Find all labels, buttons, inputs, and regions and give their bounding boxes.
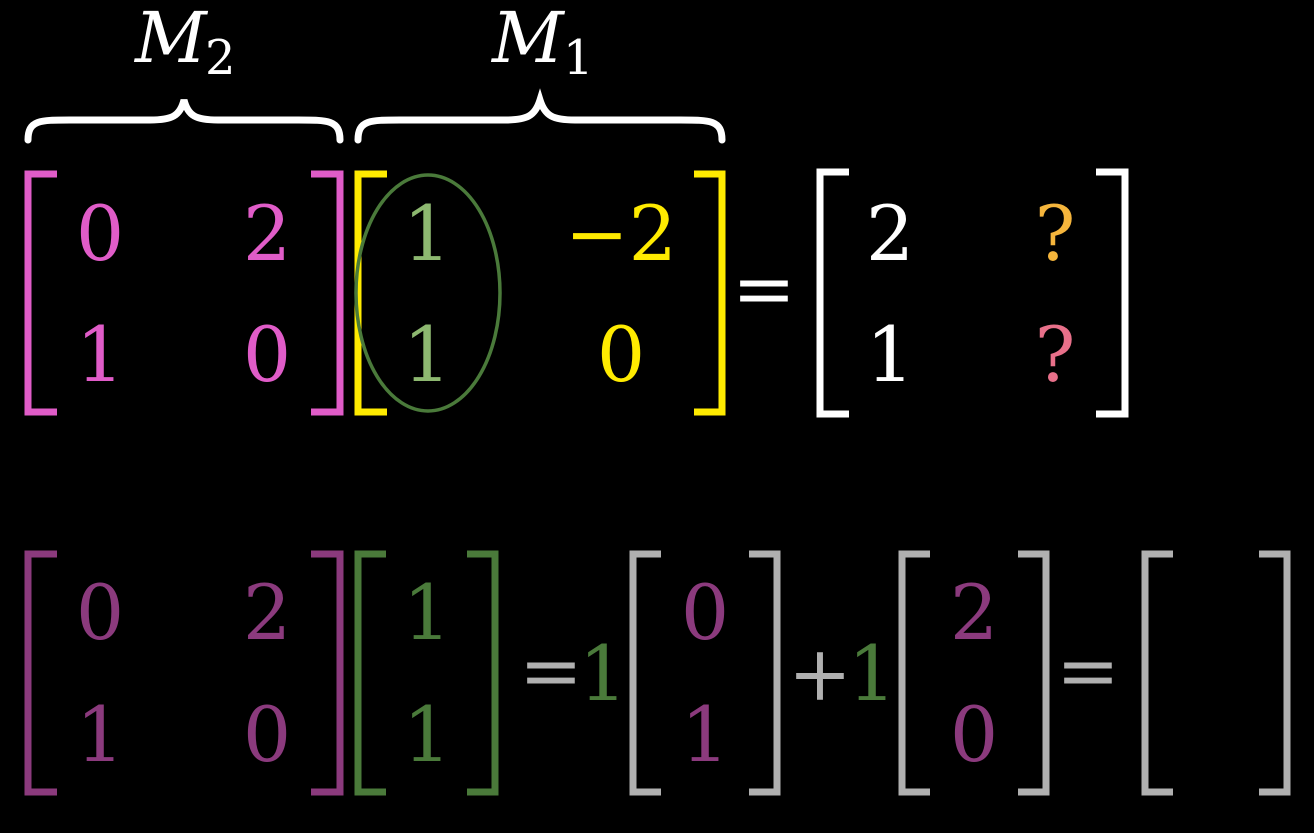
matrix-entry: 0 (76, 189, 124, 278)
unknown-entry: ? (1035, 310, 1076, 399)
matrix-entry: 0 (597, 310, 645, 399)
label-m1-letter: M (490, 0, 566, 79)
bracket-right (1259, 550, 1291, 796)
bracket-left (354, 550, 386, 796)
label-m2: M 2 (133, 0, 236, 86)
column-highlight-ellipse (354, 173, 502, 413)
bottom-column-vector: 1 1 (354, 550, 499, 796)
label-m1-subscript: 1 (563, 30, 594, 86)
brace-m1 (354, 88, 726, 144)
bracket-left (898, 550, 930, 796)
matrix-entry: 2 (243, 189, 291, 278)
coefficient: 1 (579, 629, 627, 718)
top-matrix-m1: 1 −2 1 0 (354, 170, 726, 416)
bracket-right (1018, 550, 1050, 796)
bottom-first-column: 0 1 (629, 550, 781, 796)
coefficient: 1 (848, 629, 896, 718)
bottom-second-column: 2 0 (898, 550, 1050, 796)
bracket-right (694, 170, 726, 416)
bracket-right (1096, 168, 1129, 418)
vector-entry: 2 (950, 568, 998, 657)
bracket-right (749, 550, 781, 796)
matrix-entry: 1 (76, 310, 124, 399)
top-matrix-m2: 0 2 1 0 (24, 170, 344, 416)
vector-entry: 1 (403, 568, 451, 657)
vector-entry: 1 (403, 690, 451, 779)
matrix-entry: 1 (403, 189, 451, 278)
bottom-matrix-m2: 0 2 1 0 (24, 550, 344, 796)
label-m2-letter: M (133, 0, 209, 79)
bracket-left (816, 168, 849, 418)
bracket-right (311, 170, 344, 416)
bottom-empty-result (1141, 550, 1291, 796)
matrix-entry: 2 (243, 568, 291, 657)
matrix-entry: 2 (866, 189, 914, 278)
brace-m2 (24, 99, 344, 144)
matrix-entry: 0 (243, 690, 291, 779)
bracket-right (467, 550, 499, 796)
matrix-entry: −2 (565, 189, 677, 278)
plus-sign: + (788, 629, 852, 718)
matrix-entry: 0 (243, 310, 291, 399)
bracket-right (311, 550, 344, 796)
matrix-entry: 1 (866, 310, 914, 399)
vector-entry: 0 (681, 568, 729, 657)
label-m1: M 1 (490, 0, 594, 86)
bottom-equals-sign: = (519, 626, 583, 715)
matrix-entry: 0 (76, 568, 124, 657)
label-m2-subscript: 2 (205, 30, 236, 86)
vector-entry: 0 (950, 690, 998, 779)
matrix-entry: 1 (76, 690, 124, 779)
bracket-left (24, 170, 57, 416)
matrix-entry: 1 (403, 310, 451, 399)
bottom-final-equals-sign: = (1056, 626, 1120, 715)
bracket-left (24, 550, 57, 796)
bracket-left (354, 170, 387, 416)
top-equals-sign: = (732, 244, 796, 333)
top-result-matrix: 2 ? 1 ? (816, 168, 1129, 418)
vector-entry: 1 (681, 690, 729, 779)
bracket-left (1141, 550, 1173, 796)
unknown-entry: ? (1035, 189, 1076, 278)
bracket-left (629, 550, 661, 796)
